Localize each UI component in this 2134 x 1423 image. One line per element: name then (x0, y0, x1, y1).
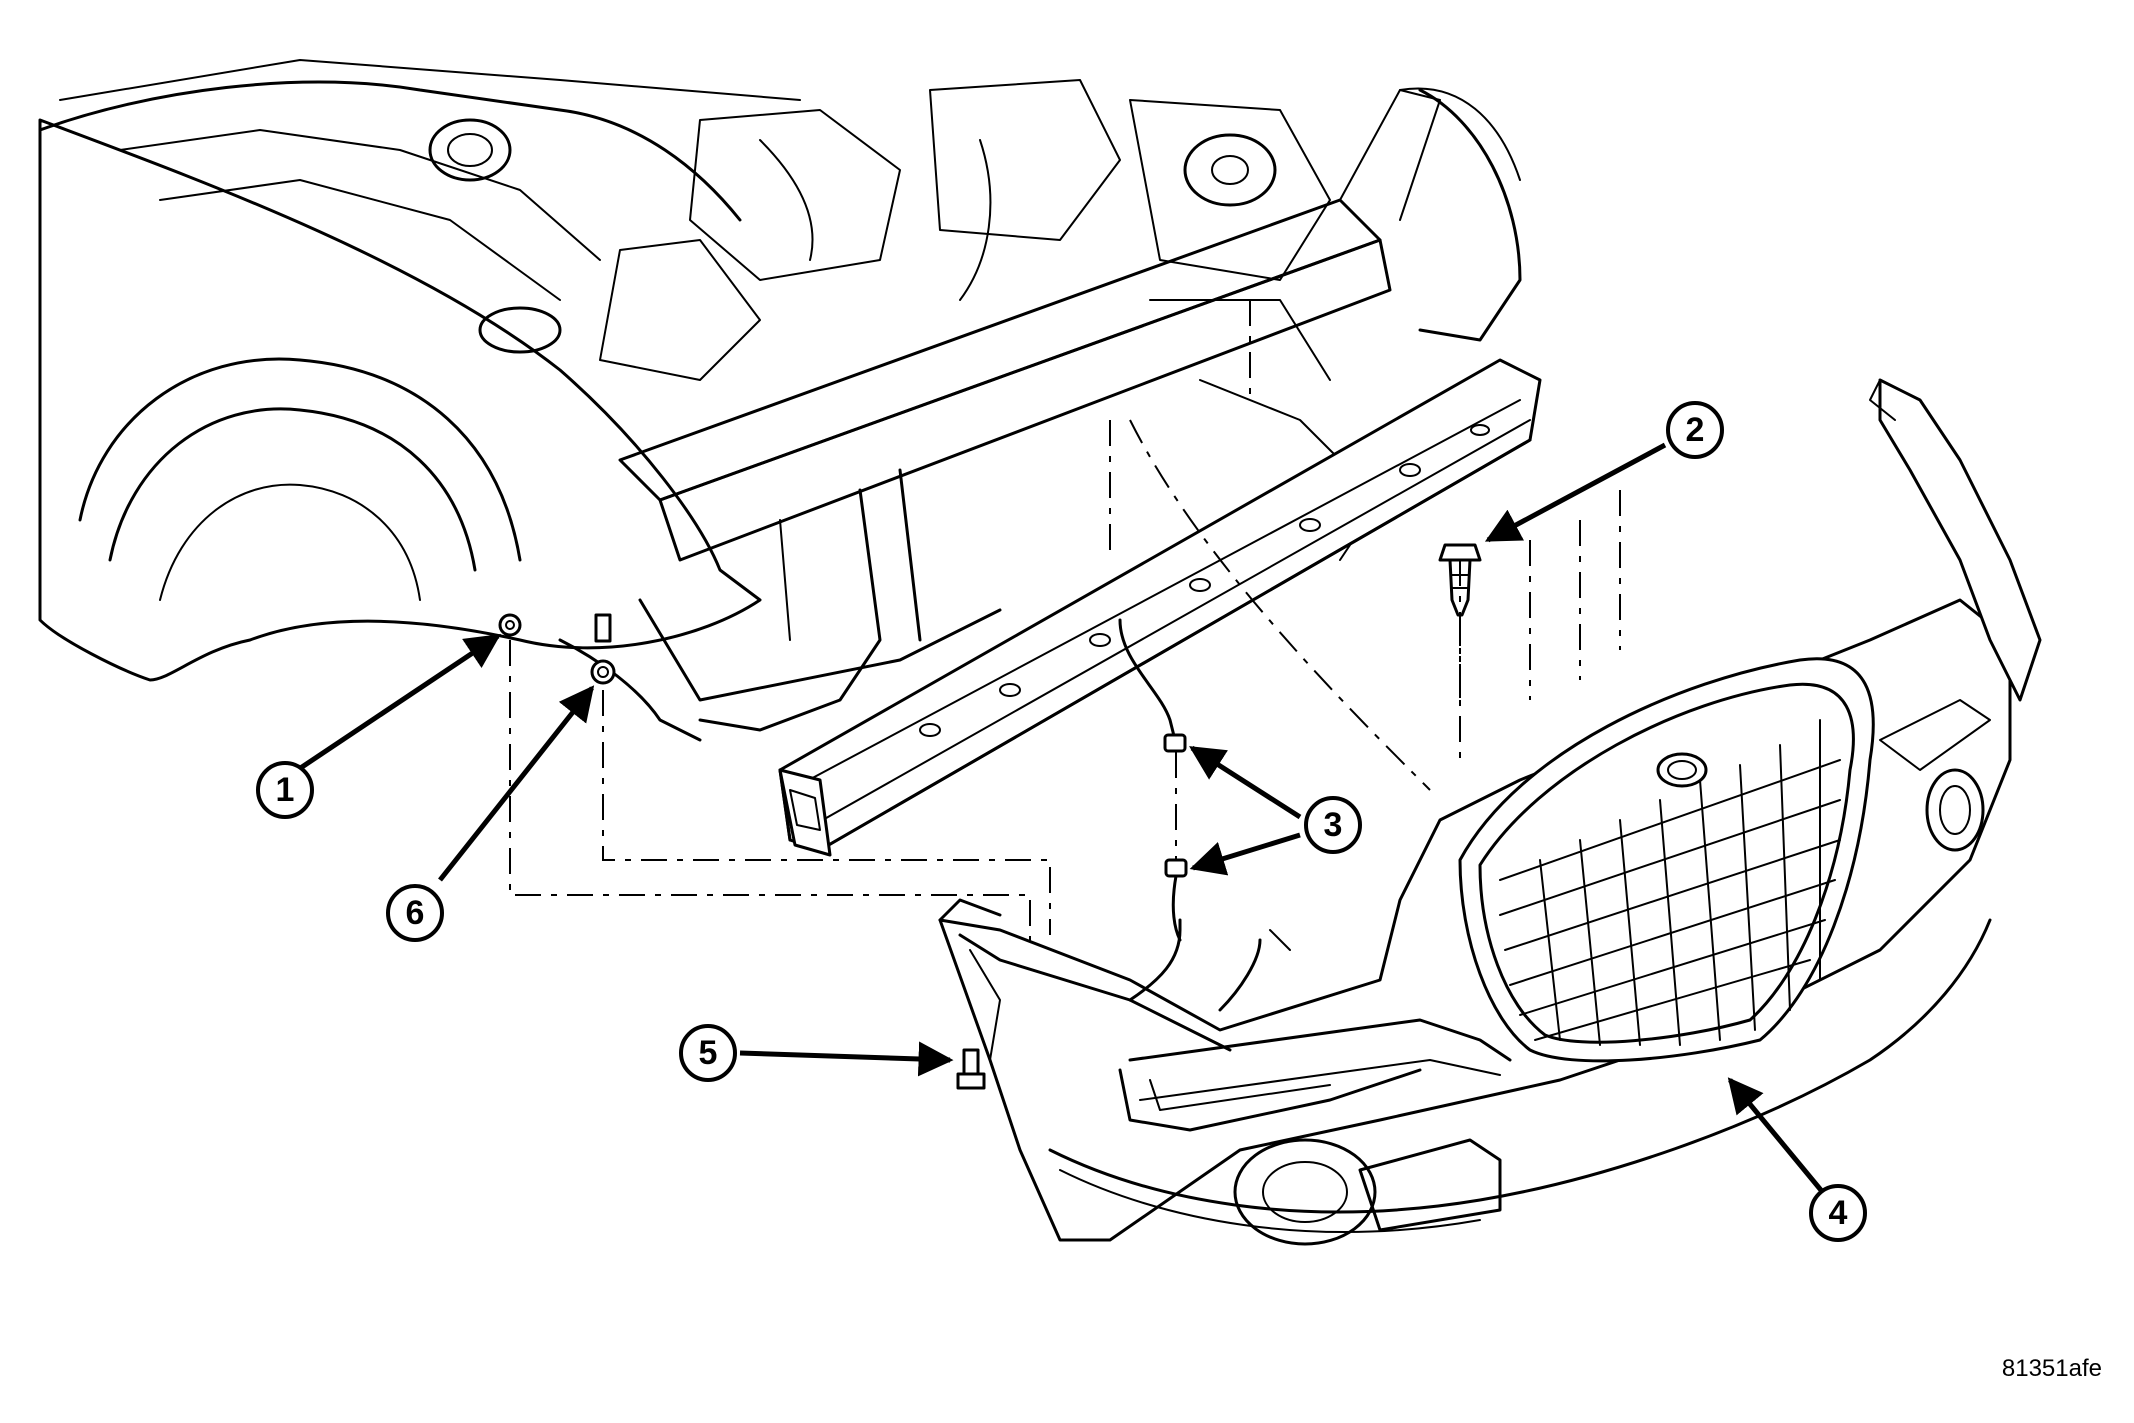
callout-2-label: 2 (1686, 411, 1705, 449)
callout-6-label: 6 (406, 894, 425, 932)
callout-3: 3 (1304, 796, 1362, 854)
front-fascia (938, 378, 2042, 1246)
callout-1: 1 (256, 761, 314, 819)
callout-3-label: 3 (1324, 806, 1343, 844)
callout-4: 4 (1809, 1184, 1867, 1242)
bumper-reinforcement (778, 358, 1542, 857)
alignment-lines (509, 300, 1621, 945)
callout-4-label: 4 (1829, 1194, 1848, 1232)
callout-5: 5 (679, 1024, 737, 1082)
callout-6: 6 (386, 884, 444, 942)
callout-5-label: 5 (699, 1034, 718, 1072)
callout-1-label: 1 (276, 771, 295, 809)
callout-2: 2 (1666, 401, 1724, 459)
callout-arrows (288, 442, 1827, 1197)
wire-harness (1118, 618, 1188, 942)
vehicle-body (38, 59, 1522, 742)
figure-id: 81351afe (2001, 1355, 2102, 1382)
